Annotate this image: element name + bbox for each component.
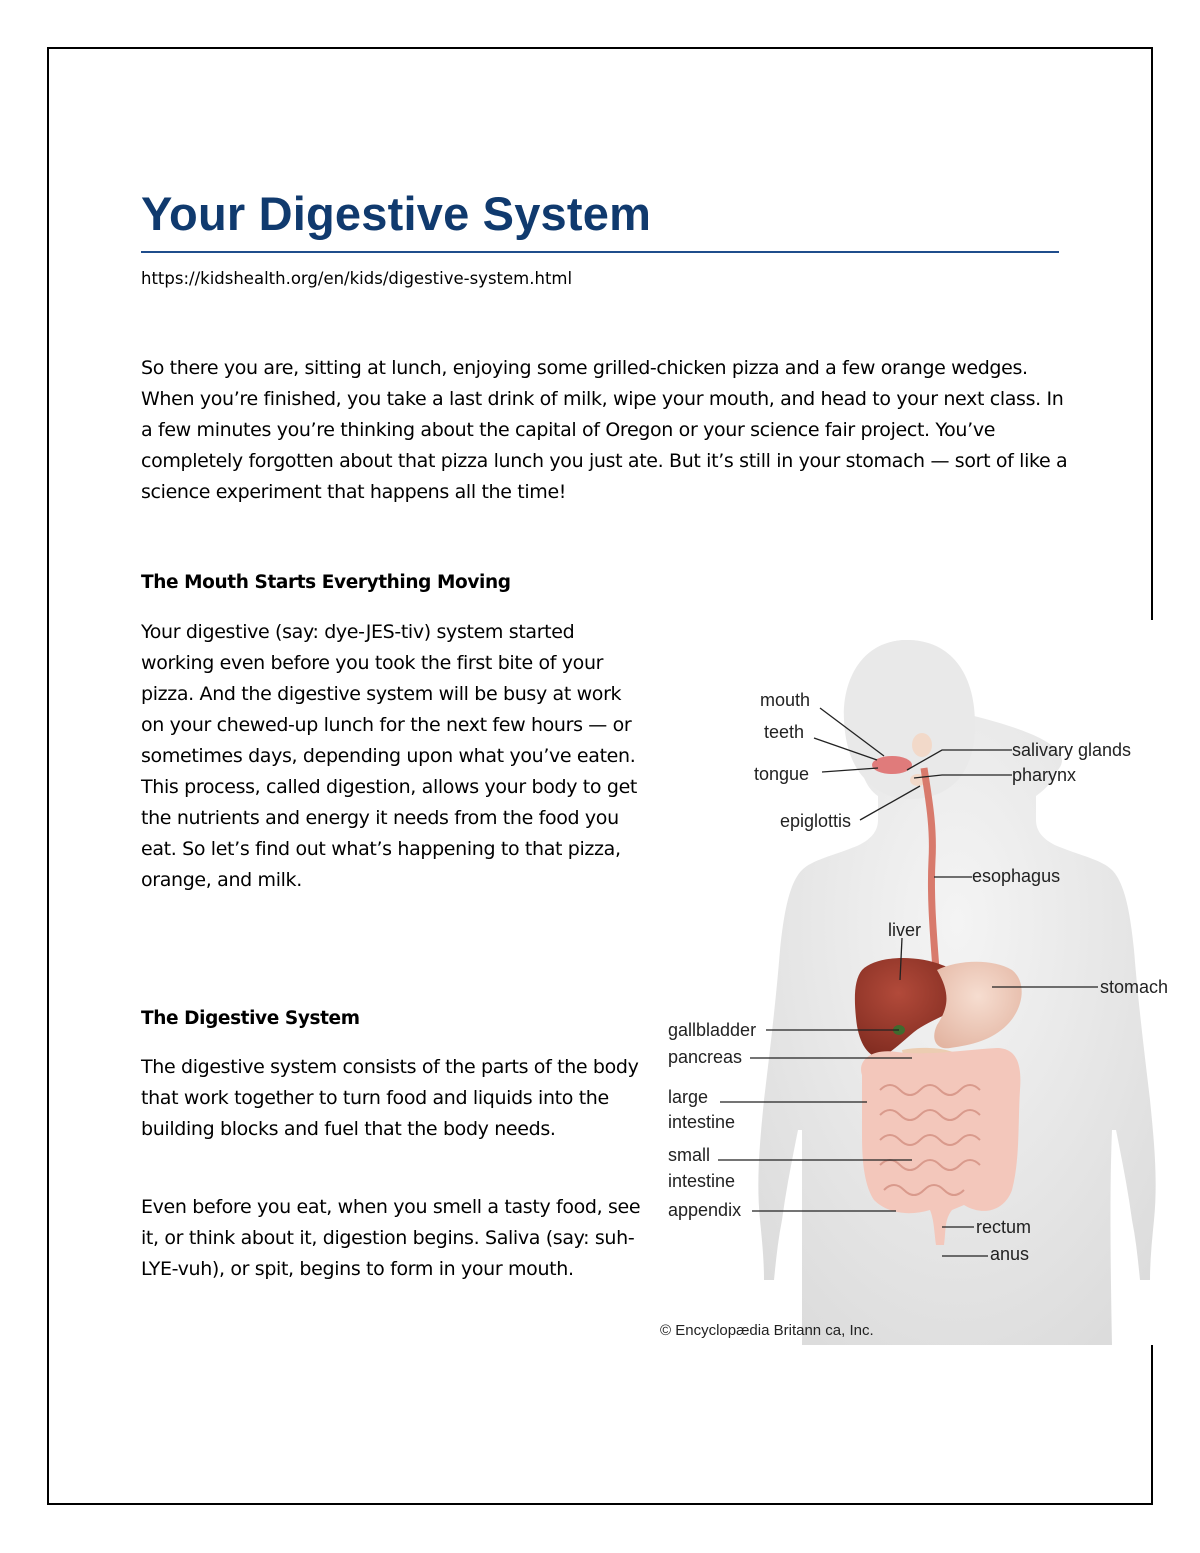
section-heading-mouth: The Mouth Starts Everything Moving (141, 572, 511, 593)
mouth-organ (872, 733, 932, 786)
label-salivary-glands: salivary glands (1012, 740, 1131, 760)
label-esophagus: esophagus (972, 866, 1060, 886)
source-url: https://kidshealth.org/en/kids/digestive… (141, 269, 573, 288)
title-divider (141, 251, 1059, 253)
liver-organ (854, 958, 964, 1058)
section-heading-digestive-system: The Digestive System (141, 1008, 360, 1029)
page-title: Your Digestive System (141, 187, 652, 240)
label-mouth: mouth (760, 690, 810, 710)
digestive-system-diagram: mouth teeth tongue epiglottis salivary g… (660, 640, 1168, 1345)
section-paragraph-digestive-1: The digestive system consists of the par… (141, 1056, 639, 1140)
section-paragraph-digestive-2: Even before you eat, when you smell a ta… (141, 1196, 641, 1280)
label-small-intestine-2: intestine (668, 1171, 735, 1191)
label-anus: anus (990, 1244, 1029, 1264)
stomach-organ (934, 961, 1022, 1049)
label-large-intestine-2: intestine (668, 1112, 735, 1132)
label-large-intestine-1: large (668, 1087, 708, 1107)
intro-paragraph: So there you are, sitting at lunch, enjo… (141, 357, 1068, 503)
label-small-intestine-1: small (668, 1145, 710, 1165)
label-stomach: stomach (1100, 977, 1168, 997)
label-appendix: appendix (668, 1200, 741, 1220)
label-pancreas: pancreas (668, 1047, 742, 1067)
label-liver: liver (888, 920, 921, 940)
section-paragraph-mouth: Your digestive (say: dye-JES-tiv) system… (141, 621, 638, 891)
digestive-system-illustration: mouth teeth tongue epiglottis salivary g… (652, 620, 1192, 1345)
image-credit: © Encyclopædia Britann ca, Inc. (660, 1322, 874, 1339)
label-tongue: tongue (754, 764, 809, 784)
label-teeth: teeth (764, 722, 804, 742)
label-gallbladder: gallbladder (668, 1020, 756, 1040)
leader-lines (718, 707, 1098, 1257)
label-epiglottis: epiglottis (780, 811, 851, 831)
label-pharynx: pharynx (1012, 765, 1076, 785)
esophagus-organ (920, 767, 940, 971)
label-rectum: rectum (976, 1217, 1031, 1237)
intestines-organ (861, 1048, 1021, 1245)
